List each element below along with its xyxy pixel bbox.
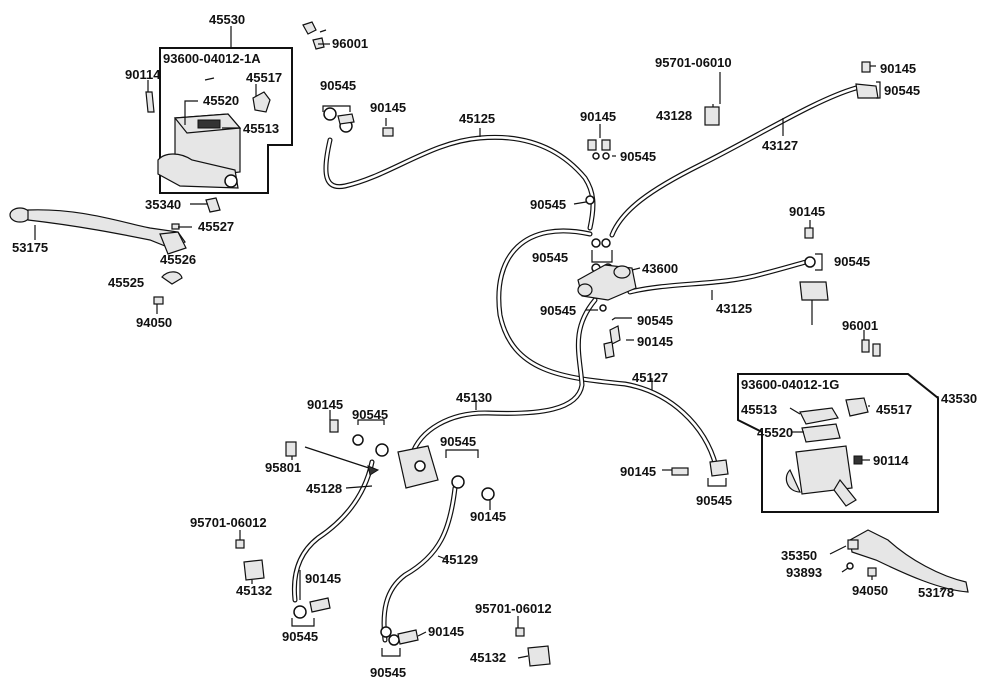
label-45125: 45125 <box>459 111 495 126</box>
label-90114-right: 90114 <box>873 453 909 468</box>
banjo-bolt-set-center <box>585 139 613 273</box>
label-45132-left: 45132 <box>236 583 272 598</box>
label-95701-06012-right: 95701-06012 <box>475 601 552 616</box>
label-45520-right: 45520 <box>757 425 793 440</box>
label-90545-d: 90545 <box>530 197 566 212</box>
label-90114-left: 90114 <box>125 67 161 82</box>
label-95701-06010: 95701-06010 <box>655 55 732 70</box>
label-45513-right: 45513 <box>741 402 777 417</box>
delay-valve-43600 <box>577 264 637 312</box>
part-labels: 45530 93600-04012-1A 90114 45517 45520 4… <box>12 12 977 680</box>
label-90145-a: 90145 <box>370 100 406 115</box>
label-90545-m: 90545 <box>370 665 406 680</box>
label-90545-h: 90545 <box>637 313 673 328</box>
label-45130: 45130 <box>456 390 492 405</box>
label-90545-f: 90545 <box>834 254 870 269</box>
label-90545-b: 90545 <box>620 149 656 164</box>
label-90545-k: 90545 <box>440 434 476 449</box>
label-96001-right: 96001 <box>842 318 878 333</box>
brake-hose-45130 <box>409 297 598 458</box>
label-90545-a: 90545 <box>320 78 356 93</box>
brake-hose-45125 <box>323 134 596 231</box>
fittings-mid-right <box>603 61 879 359</box>
brake-hose-43127 <box>609 85 859 238</box>
label-93600-04012-1G: 93600-04012-1G <box>741 377 839 392</box>
label-90545-n: 90545 <box>696 493 732 508</box>
label-90545-e: 90545 <box>532 250 568 265</box>
label-90145-h: 90145 <box>305 571 341 586</box>
master-cylinder-assembly-45530 <box>145 47 293 213</box>
label-90145-i: 90145 <box>428 624 464 639</box>
label-90145-g: 90145 <box>470 509 506 524</box>
label-90545-c: 90545 <box>884 83 920 98</box>
label-43128: 43128 <box>656 108 692 123</box>
label-43600: 43600 <box>642 261 678 276</box>
label-45513-left: 45513 <box>243 121 279 136</box>
banjo-bolt-set-upper-left <box>323 107 394 137</box>
label-45525: 45525 <box>108 275 144 290</box>
master-cylinder-assembly-43530 <box>737 373 939 513</box>
label-45527: 45527 <box>198 219 234 234</box>
caliper-fitting-right <box>799 227 881 357</box>
brake-hose-45127 <box>496 228 719 469</box>
label-96001-top: 96001 <box>332 36 368 51</box>
label-45132-right: 45132 <box>470 650 506 665</box>
label-90145-f: 90145 <box>307 397 343 412</box>
label-90145-j: 90145 <box>620 464 656 479</box>
brake-hose-45129 <box>381 485 458 643</box>
label-45520-left: 45520 <box>203 93 239 108</box>
label-93893: 93893 <box>786 565 822 580</box>
label-93600-04012-1A: 93600-04012-1A <box>163 51 261 66</box>
label-90545-g: 90545 <box>540 303 576 318</box>
label-45129: 45129 <box>442 552 478 567</box>
brake-lever-53178 <box>846 529 969 593</box>
label-53175: 53175 <box>12 240 48 255</box>
label-90545-l: 90545 <box>282 629 318 644</box>
leader-lines <box>34 26 945 659</box>
label-43127: 43127 <box>762 138 798 153</box>
label-94050-left: 94050 <box>136 315 172 330</box>
label-95801: 95801 <box>265 460 301 475</box>
brake-lever-53175 <box>9 207 187 305</box>
label-45517-left: 45517 <box>246 70 282 85</box>
label-90145-b: 90145 <box>580 109 616 124</box>
label-45530: 45530 <box>209 12 245 27</box>
label-45127: 45127 <box>632 370 668 385</box>
label-45128: 45128 <box>306 481 342 496</box>
label-95701-06012-left: 95701-06012 <box>190 515 267 530</box>
bleeder-96001-top <box>302 21 327 50</box>
label-45517-right: 45517 <box>876 402 912 417</box>
label-90545-j: 90545 <box>352 407 388 422</box>
label-35340: 35340 <box>145 197 181 212</box>
label-53178: 53178 <box>918 585 954 600</box>
lower-fittings <box>235 419 729 667</box>
label-90145-d: 90145 <box>789 204 825 219</box>
label-90145-e: 90145 <box>637 334 673 349</box>
brake-hose-43125 <box>627 259 809 295</box>
label-35350: 35350 <box>781 548 817 563</box>
label-90145-c: 90145 <box>880 61 916 76</box>
label-43530: 43530 <box>941 391 977 406</box>
label-43125: 43125 <box>716 301 752 316</box>
label-94050-right: 94050 <box>852 583 888 598</box>
hose-joint-block <box>304 445 439 489</box>
label-45526: 45526 <box>160 252 196 267</box>
brake-hose-45128 <box>291 459 375 603</box>
